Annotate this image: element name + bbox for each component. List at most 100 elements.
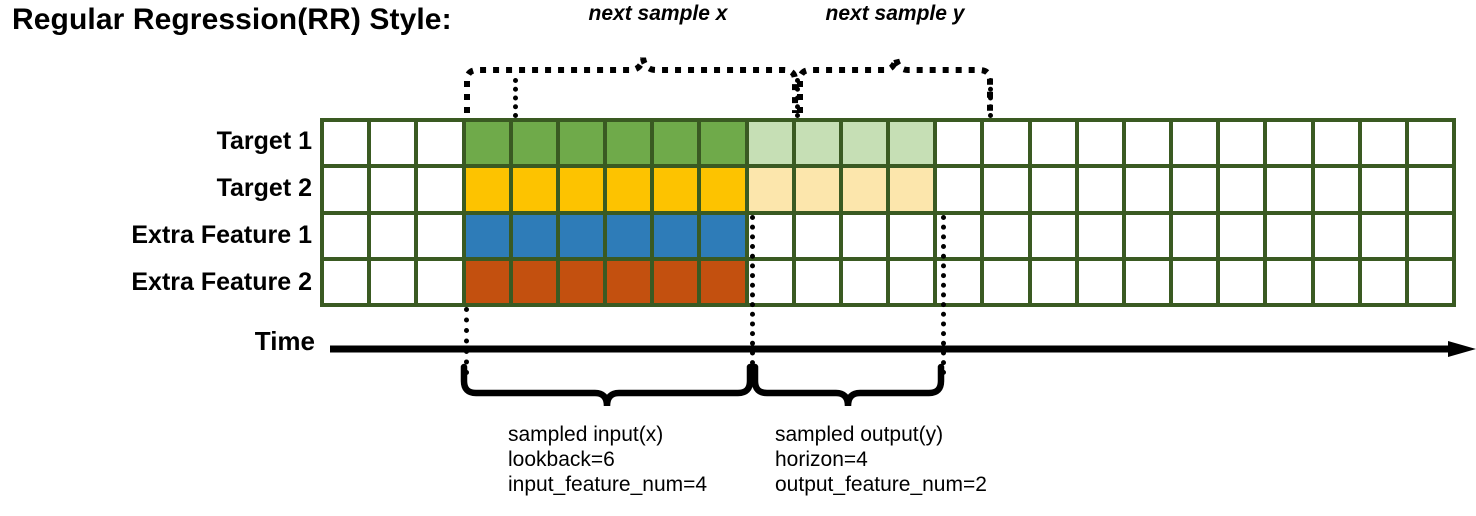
grid-cell-r1-c8	[654, 122, 698, 165]
caption-sampled-input-line-2: lookback=6	[508, 448, 615, 471]
caption-sampled-output-line-1: sampled output(y)	[775, 423, 944, 446]
caption-sampled-output-line-3: output_feature_num=2	[775, 473, 987, 496]
caption-sampled-input: sampled input(x) lookback=6 input_featur…	[508, 422, 707, 497]
grid-cell-r4-c12	[842, 260, 886, 303]
grid-cell-r3-c8	[654, 214, 698, 257]
grid-cell-r4-c21	[1267, 260, 1311, 303]
grid-cell-r1-c3	[418, 122, 462, 165]
grid-cell-r1-c18	[1125, 122, 1169, 165]
grid-cell-r1-c24	[1408, 122, 1452, 165]
grid-cell-r2-c20	[1220, 168, 1264, 211]
dotted-split-output-end	[941, 215, 946, 375]
grid-cell-r4-c11	[795, 260, 839, 303]
grid-cell-r1-c16	[1031, 122, 1075, 165]
grid-cell-r4-c16	[1031, 260, 1075, 303]
grid-cell-r4-c17	[1078, 260, 1122, 303]
grid-cell-r3-c22	[1314, 214, 1358, 257]
grid-cell-r2-c15	[984, 168, 1028, 211]
dotted-split-input-end	[750, 215, 755, 375]
grid-cell-r2-c8	[654, 168, 698, 211]
grid-cell-r3-c19	[1173, 214, 1217, 257]
grid-cell-r3-c2	[371, 214, 415, 257]
label-next-sample-x: next sample x	[588, 2, 728, 25]
grid-cell-r4-c9	[701, 260, 745, 303]
grid-cell-r1-c23	[1361, 122, 1405, 165]
grid-cell-r4-c22	[1314, 260, 1358, 303]
grid-cell-r2-c10	[748, 168, 792, 211]
grid-cell-r2-c19	[1173, 168, 1217, 211]
grid-cell-r3-c23	[1361, 214, 1405, 257]
grid-cell-r4-c4	[465, 260, 509, 303]
row-label-target-1: Target 1	[216, 127, 312, 155]
grid-cell-r3-c17	[1078, 214, 1122, 257]
grid-cell-r4-c18	[1125, 260, 1169, 303]
grid-cell-r2-c21	[1267, 168, 1311, 211]
grid-cell-r3-c3	[418, 214, 462, 257]
grid-cell-r1-c15	[984, 122, 1028, 165]
grid-cell-r2-c13	[890, 168, 934, 211]
grid-cell-r4-c3	[418, 260, 462, 303]
caption-sampled-output: sampled output(y) horizon=4 output_featu…	[775, 422, 987, 497]
grid-cell-r1-c9	[701, 122, 745, 165]
grid-cell-r1-c10	[748, 122, 792, 165]
grid-cell-r4-c20	[1220, 260, 1264, 303]
time-axis-arrow	[330, 341, 1476, 357]
grid-cell-r1-c22	[1314, 122, 1358, 165]
grid-cell-r4-c2	[371, 260, 415, 303]
caption-sampled-input-line-3: input_feature_num=4	[508, 473, 708, 496]
grid-cell-r4-c13	[890, 260, 934, 303]
grid-cell-r3-c9	[701, 214, 745, 257]
row-label-target-2: Target 2	[216, 174, 312, 202]
grid-cell-r1-c13	[890, 122, 934, 165]
grid-cell-r1-c11	[795, 122, 839, 165]
grid-cell-r2-c11	[795, 168, 839, 211]
row-label-extra-feature-2: Extra Feature 2	[131, 268, 312, 296]
grid-cell-r4-c5	[512, 260, 556, 303]
grid-cell-r2-c4	[465, 168, 509, 211]
label-next-sample-y: next sample y	[825, 2, 965, 25]
grid-cell-r3-c24	[1408, 214, 1452, 257]
grid-cell-r2-c16	[1031, 168, 1075, 211]
grid-cell-r3-c18	[1125, 214, 1169, 257]
dotted-guide-top-right	[988, 78, 993, 118]
grid-cell-r1-c21	[1267, 122, 1311, 165]
grid-cell-r3-c6	[559, 214, 603, 257]
grid-cell-r2-c12	[842, 168, 886, 211]
row-label-column: Target 1 Target 2 Extra Feature 1 Extra …	[8, 118, 312, 308]
grid-cell-r1-c4	[465, 122, 509, 165]
grid-cell-r1-c19	[1173, 122, 1217, 165]
grid-cell-r2-c6	[559, 168, 603, 211]
grid-cell-r4-c19	[1173, 260, 1217, 303]
time-axis-label: Time	[254, 326, 315, 356]
dotted-guide-input-start	[464, 307, 469, 375]
grid-cell-r4-c15	[984, 260, 1028, 303]
grid-cell-r1-c2	[371, 122, 415, 165]
grid-cell-r3-c4	[465, 214, 509, 257]
grid-cell-r3-c20	[1220, 214, 1264, 257]
grid-cell-r2-c17	[1078, 168, 1122, 211]
grid-cell-r2-c9	[701, 168, 745, 211]
grid-cell-r3-c21	[1267, 214, 1311, 257]
grid-cell-r4-c6	[559, 260, 603, 303]
grid-cell-r3-c12	[842, 214, 886, 257]
grid-cell-r3-c13	[890, 214, 934, 257]
grid-cell-r4-c1	[324, 260, 368, 303]
grid-cell-r2-c14	[937, 168, 981, 211]
timeline-grid	[320, 118, 1456, 307]
grid-cell-r2-c22	[1314, 168, 1358, 211]
grid-cell-r3-c11	[795, 214, 839, 257]
grid-cell-r1-c5	[512, 122, 556, 165]
grid-cell-r1-c12	[842, 122, 886, 165]
grid-cell-r4-c23	[1361, 260, 1405, 303]
grid-cell-r4-c24	[1408, 260, 1452, 303]
grid-cell-r1-c20	[1220, 122, 1264, 165]
grid-cell-r3-c5	[512, 214, 556, 257]
grid-cell-r1-c6	[559, 122, 603, 165]
grid-cell-r2-c3	[418, 168, 462, 211]
grid-cell-r2-c1	[324, 168, 368, 211]
caption-sampled-output-line-2: horizon=4	[775, 448, 868, 471]
grid-cell-r3-c16	[1031, 214, 1075, 257]
grid-cell-r2-c24	[1408, 168, 1452, 211]
grid-cell-r3-c7	[607, 214, 651, 257]
grid-cell-r4-c8	[654, 260, 698, 303]
